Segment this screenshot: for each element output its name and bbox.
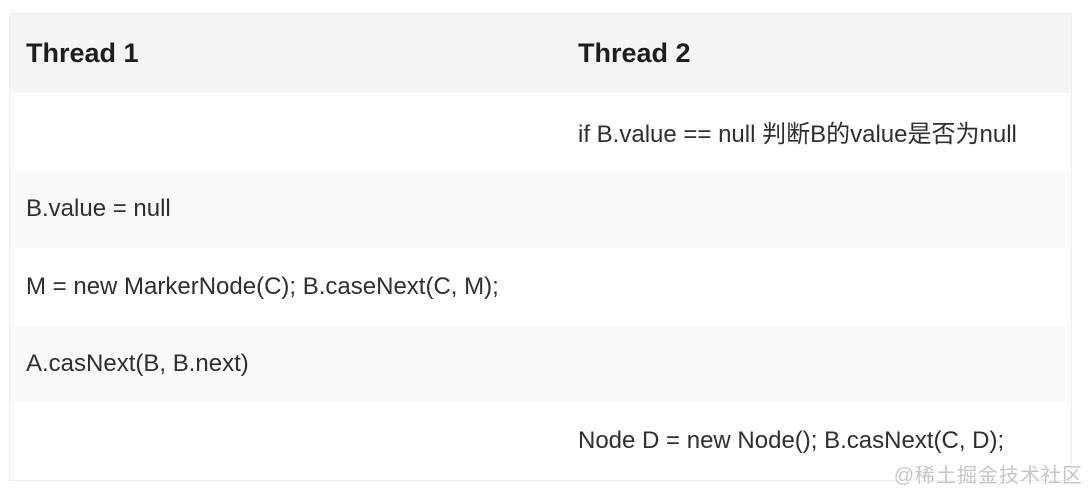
table-row: B.value = null	[10, 170, 1071, 248]
thread2-cell: Node D = new Node(); B.casNext(C, D);	[562, 403, 1071, 480]
table-header-row: Thread 1 Thread 2	[10, 14, 1071, 93]
thread2-cell-text: Node D = new Node(); B.casNext(C, D);	[578, 427, 1005, 455]
thread2-cell	[562, 325, 1071, 402]
thread1-cell: M = new MarkerNode(C); B.caseNext(C, M);	[10, 248, 562, 325]
thread1-cell-text: M = new MarkerNode(C); B.caseNext(C, M);	[26, 272, 499, 300]
thread1-cell-text: A.casNext(B, B.next)	[26, 349, 249, 377]
thread2-cell	[562, 248, 1071, 325]
table-row: if B.value == null 判断B的value是否为null	[10, 93, 1071, 171]
thread1-cell: B.value = null	[10, 170, 562, 247]
thread1-cell	[10, 93, 562, 170]
thread2-cell: if B.value == null 判断B的value是否为null	[562, 93, 1071, 170]
column-header-thread1-label: Thread 1	[26, 38, 139, 68]
thread1-cell	[10, 403, 562, 480]
table-row: Node D = new Node(); B.casNext(C, D);	[10, 402, 1071, 481]
table-row: A.casNext(B, B.next)	[10, 325, 1071, 403]
thread2-cell	[562, 170, 1071, 247]
table-row: M = new MarkerNode(C); B.caseNext(C, M);	[10, 247, 1071, 326]
column-header-thread2: Thread 2	[562, 14, 1071, 93]
thread1-cell: A.casNext(B, B.next)	[10, 325, 562, 402]
thread2-cell-text: if B.value == null 判断B的value是否为null	[578, 121, 1017, 149]
thread1-cell-text: B.value = null	[26, 195, 171, 223]
column-header-thread2-label: Thread 2	[578, 38, 691, 68]
thread-comparison-table: Thread 1 Thread 2 if B.value == null 判断B…	[9, 13, 1072, 481]
column-header-thread1: Thread 1	[10, 14, 562, 93]
